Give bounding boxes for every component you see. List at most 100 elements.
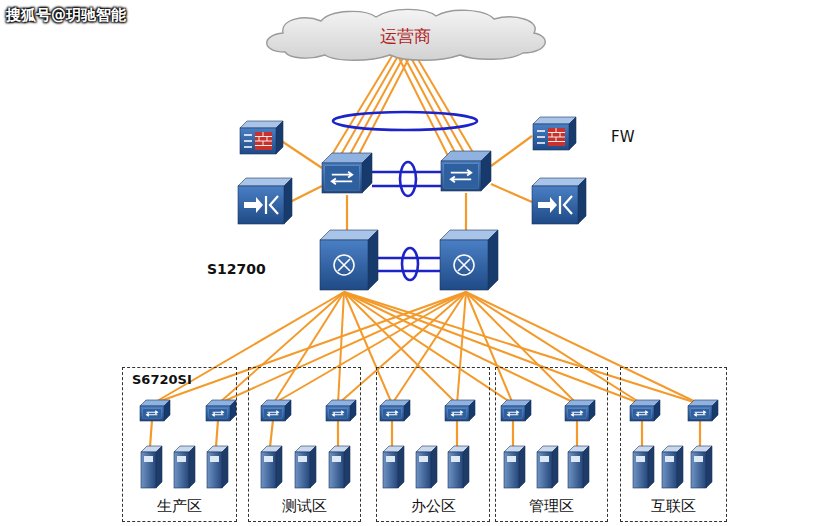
box-side (469, 400, 475, 421)
box-front (440, 240, 488, 290)
box-side (552, 446, 558, 488)
stack-link (378, 257, 440, 260)
core-switch-icon (440, 230, 498, 290)
server-icon (383, 446, 404, 488)
switch-panel (209, 409, 227, 418)
network-wire (699, 420, 701, 447)
network-wire (152, 292, 466, 404)
server-bay (694, 456, 703, 462)
switch-arrow-group (143, 409, 161, 418)
zone-box: 生产区 (122, 367, 237, 522)
switch-face (504, 409, 522, 418)
box-front (416, 452, 431, 488)
server-icon (537, 446, 558, 488)
network-wire (216, 420, 218, 447)
egress-switch-icon (322, 153, 372, 193)
firewall-rays (537, 131, 545, 143)
box-front (326, 406, 350, 421)
firewall-icon (533, 117, 576, 150)
gateway-arrow (538, 197, 557, 213)
network-wire (290, 186, 322, 202)
box-top (532, 178, 586, 186)
server-icon (141, 446, 162, 488)
server-bay (665, 456, 674, 462)
switch-panel (568, 409, 586, 418)
box-front (206, 406, 230, 421)
switch-panel (448, 409, 466, 418)
box-side (525, 400, 531, 421)
network-wire (150, 420, 152, 447)
access-switch-icon (380, 400, 410, 421)
switch-arrows (268, 411, 279, 417)
box-side (164, 400, 170, 421)
box-front (207, 452, 222, 488)
gateway-bar (560, 196, 572, 214)
access-switch-icon (445, 400, 475, 421)
node-label: 测试区 (249, 497, 360, 516)
switch-panel (325, 166, 359, 190)
box-front (140, 406, 164, 421)
firewall-icon (240, 121, 283, 154)
stack-link (372, 185, 441, 188)
server-icon (261, 446, 282, 488)
box-side (284, 178, 292, 224)
network-wire (410, 56, 466, 156)
zone-box: 管理区 (495, 367, 608, 522)
node-label: 管理区 (496, 497, 607, 516)
box-front (532, 186, 578, 224)
core-emblem (454, 255, 474, 275)
network-wire (344, 292, 700, 404)
firewall-brick-lines (255, 132, 272, 146)
network-wire (491, 184, 532, 202)
network-wire (404, 56, 457, 156)
box-side (362, 153, 372, 193)
network-wire (466, 292, 642, 404)
network-wire (398, 56, 448, 156)
watermark: 搜狐号@玥驰智能 (6, 6, 126, 25)
server-bay (540, 456, 549, 462)
firewall-rays (244, 135, 252, 147)
stack-link (378, 270, 440, 273)
server-bay (298, 456, 307, 462)
box-side (463, 446, 469, 488)
access-switch-icon (630, 400, 660, 421)
box-front (261, 452, 276, 488)
device-label: S12700 (207, 261, 266, 277)
server-icon (568, 446, 589, 488)
box-front (501, 406, 525, 421)
security-gateway-icon (532, 178, 586, 224)
box-side (276, 121, 283, 154)
box-front (240, 128, 276, 154)
box-top (240, 121, 283, 128)
carrier-cloud: 运营商 (255, 6, 555, 64)
switch-face (143, 409, 161, 418)
network-wire (344, 292, 577, 404)
box-front (691, 452, 706, 488)
cloud-shape (267, 9, 546, 60)
box-front (261, 406, 285, 421)
network-wire (576, 420, 578, 447)
box-side (368, 230, 378, 290)
switch-panel (329, 409, 347, 418)
switch-panel (691, 409, 709, 418)
box-side (706, 446, 712, 488)
switch-face (209, 409, 227, 418)
network-wire (416, 56, 475, 156)
network-wire (273, 292, 344, 404)
switch-face (444, 164, 478, 188)
link-aggregation-ring (402, 248, 418, 280)
network-wire (338, 292, 466, 404)
box-side (285, 400, 291, 421)
box-front (565, 406, 589, 421)
server-bay (507, 456, 516, 462)
switch-arrows (451, 170, 471, 182)
box-top (238, 178, 292, 186)
switch-face (383, 409, 401, 418)
switch-arrow-group (264, 409, 282, 418)
box-side (578, 178, 586, 224)
switch-panel (383, 409, 401, 418)
box-front (630, 406, 654, 421)
box-side (404, 400, 410, 421)
box-front (238, 186, 284, 224)
